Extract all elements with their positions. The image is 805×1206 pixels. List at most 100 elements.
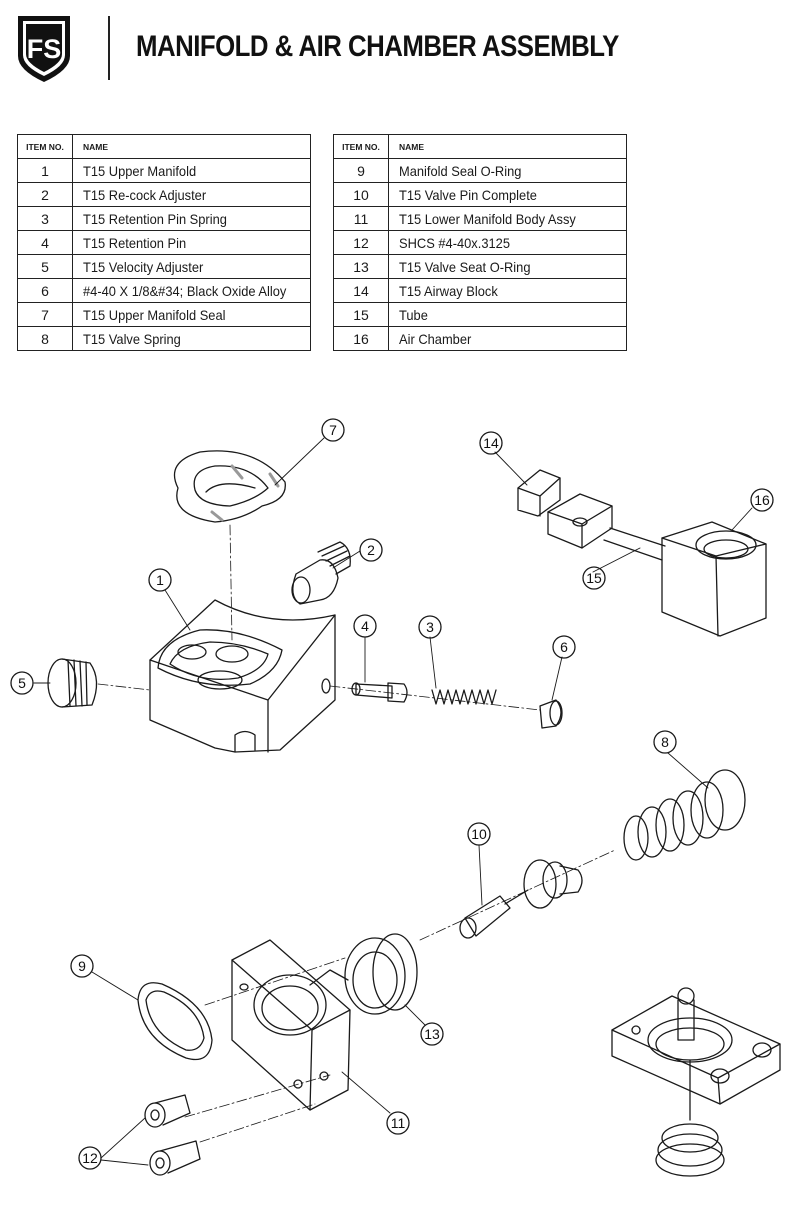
retention-pin-part: [351, 682, 408, 703]
callout-10: 10: [467, 822, 491, 846]
callout-12: 12: [78, 1146, 102, 1170]
item-number: 9: [333, 158, 389, 183]
lower-manifold-body-part: [231, 939, 351, 1111]
item-number: 14: [333, 278, 389, 303]
upper-manifold-part: [149, 599, 336, 753]
item-number: 6: [17, 278, 73, 303]
item-number: 13: [333, 254, 389, 279]
center-lines: [97, 524, 616, 1143]
header: FS MANIFOLD & AIR CHAMBER ASSEMBLY: [0, 0, 805, 100]
svg-text:13: 13: [424, 1026, 440, 1042]
item-number: 12: [333, 230, 389, 255]
table-header-row: ITEM NO. NAME: [17, 134, 311, 159]
svg-text:2: 2: [367, 542, 375, 558]
callout-8: 8: [653, 730, 677, 754]
manifold-seal-oring-part: [137, 982, 213, 1061]
svg-text:4: 4: [361, 618, 369, 634]
callout-5: 5: [10, 671, 34, 695]
item-name: T15 Re-cock Adjuster: [72, 182, 311, 207]
valve-pin-part: [459, 859, 583, 939]
callout-9: 9: [70, 954, 94, 978]
item-name: T15 Upper Manifold Seal: [72, 302, 311, 327]
item-number: 16: [333, 326, 389, 351]
item-name: Tube: [388, 302, 627, 327]
svg-text:10: 10: [471, 826, 487, 842]
callout-4: 4: [353, 614, 377, 638]
callout-3: 3: [418, 615, 442, 639]
velocity-adjuster-part: [47, 658, 98, 708]
callout-13: 13: [420, 1022, 444, 1046]
callout-14: 14: [479, 431, 503, 455]
item-name: T15 Valve Seat O-Ring: [388, 254, 627, 279]
item-name: T15 Lower Manifold Body Assy: [388, 206, 627, 231]
callout-7: 7: [321, 418, 345, 442]
item-name: Manifold Seal O-Ring: [388, 158, 627, 183]
item-number: 1: [17, 158, 73, 183]
svg-text:8: 8: [661, 734, 669, 750]
item-number: 15: [333, 302, 389, 327]
item-number: 8: [17, 326, 73, 351]
exploded-assembly-diagram: 7 2 1 5 4 3 6 14 15 16 8 10 9 13 11 12: [10, 418, 781, 1177]
svg-text:5: 5: [18, 675, 26, 691]
fs-shield-logo: FS: [18, 16, 70, 82]
page-title: MANIFOLD & AIR CHAMBER ASSEMBLY: [136, 30, 619, 63]
item-name: T15 Upper Manifold: [72, 158, 311, 183]
svg-text:7: 7: [329, 422, 337, 438]
item-name: T15 Valve Pin Complete: [388, 182, 627, 207]
header-divider: [108, 16, 110, 80]
assembled-lower-manifold-view: [611, 987, 781, 1177]
upper-manifold-seal-part: [173, 450, 286, 523]
item-name: T15 Retention Pin: [72, 230, 311, 255]
shcs-screws-part: [144, 1094, 201, 1176]
callout-1: 1: [148, 568, 172, 592]
item-number: 3: [17, 206, 73, 231]
callout-16: 16: [750, 488, 774, 512]
svg-text:14: 14: [483, 435, 499, 451]
item-name: T15 Valve Spring: [72, 326, 311, 351]
item-name: #4-40 X 1/8&#34; Black Oxide Alloy: [72, 278, 311, 303]
item-name: SHCS #4-40x.3125: [388, 230, 627, 255]
item-name: T15 Velocity Adjuster: [72, 254, 311, 279]
item-name: Air Chamber: [388, 326, 627, 351]
svg-text:1: 1: [156, 572, 164, 588]
column-header-name: NAME: [72, 134, 311, 159]
item-number: 4: [17, 230, 73, 255]
callout-6: 6: [552, 635, 576, 659]
table-header-row: ITEM NO. NAME: [333, 134, 627, 159]
callout-11: 11: [386, 1111, 410, 1135]
logo-text: FS: [27, 34, 62, 64]
svg-text:6: 6: [560, 639, 568, 655]
item-number: 2: [17, 182, 73, 207]
recock-adjuster-part: [291, 541, 351, 605]
item-number: 7: [17, 302, 73, 327]
svg-text:15: 15: [586, 570, 602, 586]
set-screw-part: [539, 699, 563, 729]
callout-15: 15: [582, 566, 606, 590]
table-row: 6#4-40 X 1/8&#34; Black Oxide Alloy: [17, 278, 311, 303]
valve-seat-oring-part: [344, 933, 418, 1015]
item-name: T15 Airway Block: [388, 278, 627, 303]
column-header-item-no: ITEM NO.: [17, 134, 73, 159]
item-number: 10: [333, 182, 389, 207]
callout-2: 2: [359, 538, 383, 562]
air-chamber-assembly-part: [517, 469, 767, 637]
retention-pin-spring-part: [431, 689, 497, 705]
column-header-name: NAME: [388, 134, 627, 159]
valve-spring-part: [623, 769, 746, 861]
svg-text:12: 12: [82, 1150, 98, 1166]
